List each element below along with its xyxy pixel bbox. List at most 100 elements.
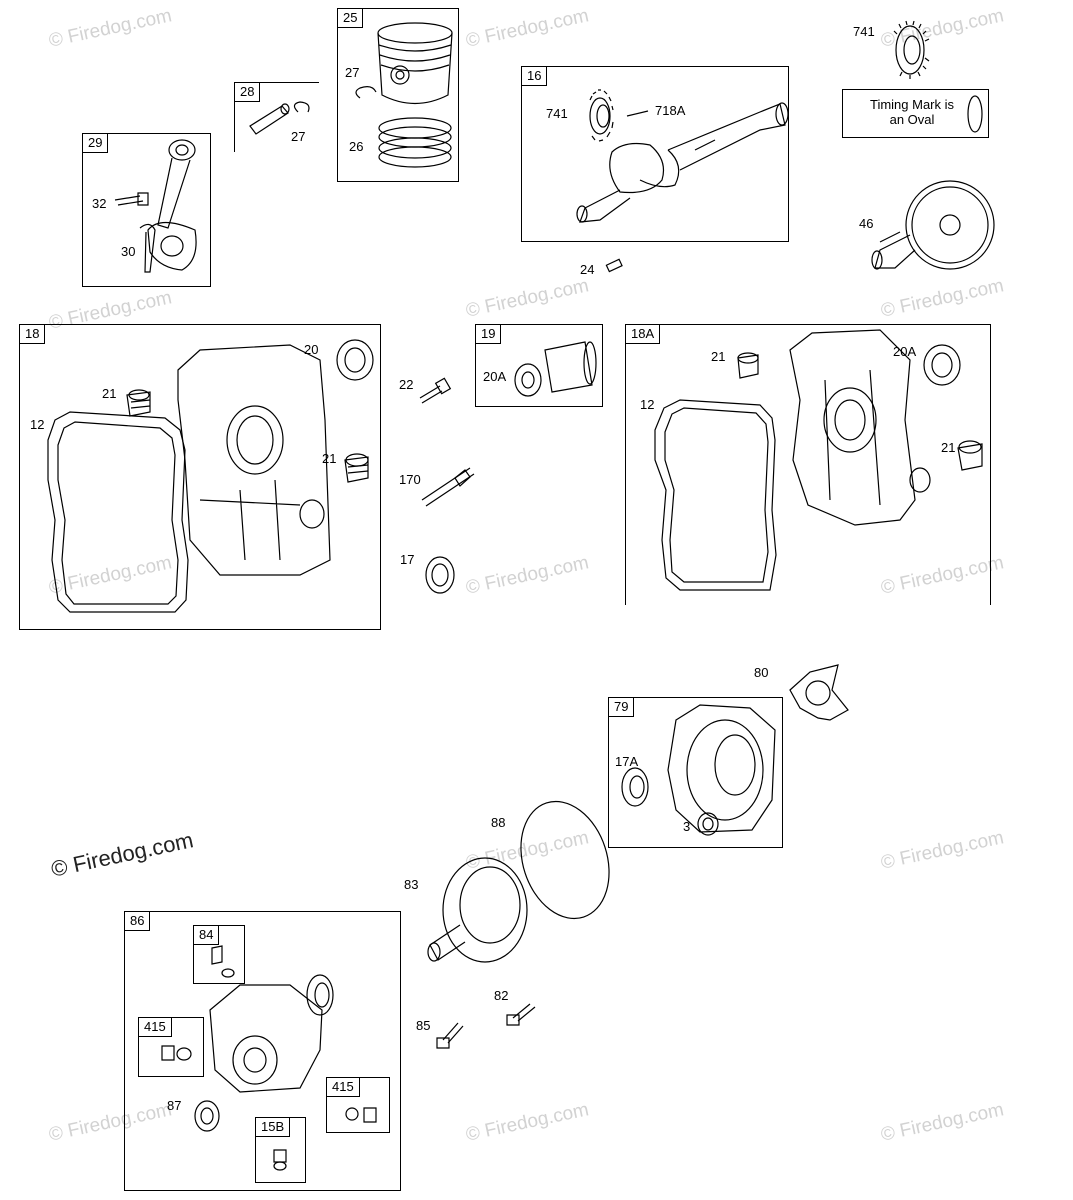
drain-plug-icon	[212, 946, 234, 977]
callout-27: 27	[345, 65, 360, 80]
drum-gear-icon	[428, 858, 527, 962]
part-group-79: 79	[608, 697, 783, 848]
bearing-icon	[622, 768, 648, 806]
bolt-icon	[115, 193, 148, 205]
callout-30: 30	[121, 244, 136, 259]
callout-3: 3	[683, 819, 691, 834]
drain-plug-icon	[162, 1046, 191, 1060]
callout-21: 21	[941, 440, 956, 455]
connecting-rod-icon	[148, 140, 196, 270]
part-group-25: 25	[337, 8, 459, 182]
part-group-number: 84	[194, 926, 220, 945]
callout-80: 80	[754, 665, 769, 680]
callout-26: 26	[349, 139, 364, 154]
part-group-84: 84	[193, 925, 245, 984]
bearing-icon	[426, 557, 454, 593]
part-group-19: 19	[475, 324, 603, 407]
fill-plug-icon	[738, 353, 758, 378]
gear-case-icon	[668, 705, 775, 832]
bolt-icon	[437, 1023, 463, 1048]
callout-85: 85	[416, 1018, 431, 1033]
part-group-number: 18A	[626, 325, 661, 344]
o-ring-icon	[507, 790, 624, 930]
key-icon	[606, 259, 622, 271]
part-group-number: 19	[476, 325, 502, 344]
gear-icon	[590, 90, 613, 141]
part-group-16: 16	[521, 66, 789, 242]
callout-22: 22	[399, 377, 414, 392]
seal-icon	[337, 340, 373, 380]
part-group-number: 15B	[256, 1118, 291, 1137]
circlip-icon	[356, 87, 376, 98]
reduction-case-icon	[210, 985, 322, 1092]
stud-icon	[422, 468, 474, 506]
callout-46: 46	[859, 216, 874, 231]
callout-17A: 17A	[615, 754, 639, 769]
timing-oval-icon	[968, 96, 982, 132]
part-group-number: 415	[139, 1018, 172, 1037]
part-group-number: 29	[83, 134, 109, 153]
crankcase-cover-icon	[790, 330, 930, 525]
part-group-18: 18	[19, 324, 381, 630]
seal-icon	[924, 345, 960, 385]
callout-12: 12	[30, 417, 45, 432]
gasket-icon	[790, 665, 848, 720]
part-group-number: 25	[338, 9, 364, 28]
callout-12: 12	[640, 397, 655, 412]
dipper-icon	[140, 224, 155, 272]
callout-82: 82	[494, 988, 509, 1003]
callout-20: 20	[304, 342, 319, 357]
callout-718A: 718A	[655, 103, 686, 118]
bushing-icon	[545, 342, 596, 392]
timing-mark-note: Timing Mark is an Oval	[842, 89, 989, 138]
callout-21: 21	[322, 451, 337, 466]
crankshaft-icon	[577, 103, 788, 222]
circlip-icon	[294, 102, 309, 112]
bolt-icon	[420, 378, 450, 403]
timing-mark-text: Timing Mark is an Oval	[869, 97, 955, 127]
part-group-number: 79	[609, 698, 635, 717]
callout-21: 21	[711, 349, 726, 364]
callout-27: 27	[291, 129, 306, 144]
bearing-icon	[307, 975, 333, 1015]
part-group-415-left: 415	[138, 1017, 204, 1077]
part-group-86: 86	[124, 911, 401, 1191]
callout-170: 170	[399, 472, 421, 487]
drain-plug-icon	[274, 1150, 286, 1170]
piston-rings-icon	[379, 118, 451, 167]
part-group-18A: 18A	[625, 324, 991, 605]
seal-icon	[515, 364, 541, 396]
fill-plug-icon	[127, 390, 150, 416]
callout-20A: 20A	[483, 369, 507, 384]
callout-32: 32	[92, 196, 107, 211]
gasket-icon	[655, 400, 776, 590]
callout-17: 17	[400, 552, 415, 567]
part-group-number: 28	[235, 83, 261, 102]
seal-icon	[698, 813, 718, 835]
camshaft-icon	[872, 181, 994, 269]
fill-plug-icon	[958, 441, 982, 470]
callout-21: 21	[102, 386, 117, 401]
part-group-29: 29	[82, 133, 211, 287]
drain-plug-icon	[346, 1108, 376, 1122]
part-group-415-right: 415	[326, 1077, 390, 1133]
part-group-number: 18	[20, 325, 46, 344]
piston-pin-icon	[250, 104, 289, 134]
fill-plug-icon	[345, 454, 368, 482]
piston-icon	[378, 23, 452, 104]
gasket-icon	[48, 412, 188, 612]
callout-83: 83	[404, 877, 419, 892]
part-group-28: 28	[234, 82, 319, 152]
gear-icon	[894, 21, 929, 79]
seal-icon	[195, 1101, 219, 1131]
part-group-number: 86	[125, 912, 151, 931]
callout-741: 741	[853, 24, 875, 39]
part-group-number: 16	[522, 67, 548, 86]
bolt-icon	[507, 1004, 535, 1025]
part-group-number: 415	[327, 1078, 360, 1097]
crankcase-cover-icon	[178, 345, 330, 575]
callout-24: 24	[580, 262, 595, 277]
callout-87: 87	[167, 1098, 182, 1113]
